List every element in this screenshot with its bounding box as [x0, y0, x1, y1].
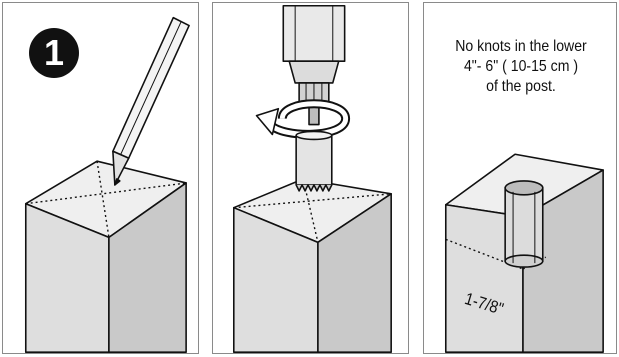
drilled-hole	[504, 180, 544, 268]
knot-warning-note: No knots in the lower 4"- 6" ( 10-15 cm …	[436, 37, 607, 97]
post-side-face	[108, 182, 187, 353]
step-3-panel: No knots in the lower 4"- 6" ( 10-15 cm …	[423, 2, 617, 354]
finished-hole-illustration	[444, 153, 604, 353]
step-2-panel	[212, 2, 409, 354]
step-1-panel: 1	[2, 2, 199, 354]
drill-icon	[282, 4, 346, 126]
note-line-2: 4"- 6" ( 10-15 cm )	[463, 58, 579, 75]
note-line-3: of the post.	[486, 78, 556, 95]
rotation-arrow-icon	[255, 99, 351, 139]
step-number-badge: 1	[29, 28, 79, 78]
post	[24, 160, 187, 353]
pencil-icon	[112, 16, 190, 186]
center-mark-lines	[25, 161, 187, 238]
hole-saw-icon	[295, 130, 333, 192]
post-marking-illustration	[24, 16, 190, 353]
drilling-illustration	[232, 4, 392, 353]
post	[232, 178, 392, 353]
note-line-1: No knots in the lower	[455, 38, 587, 55]
